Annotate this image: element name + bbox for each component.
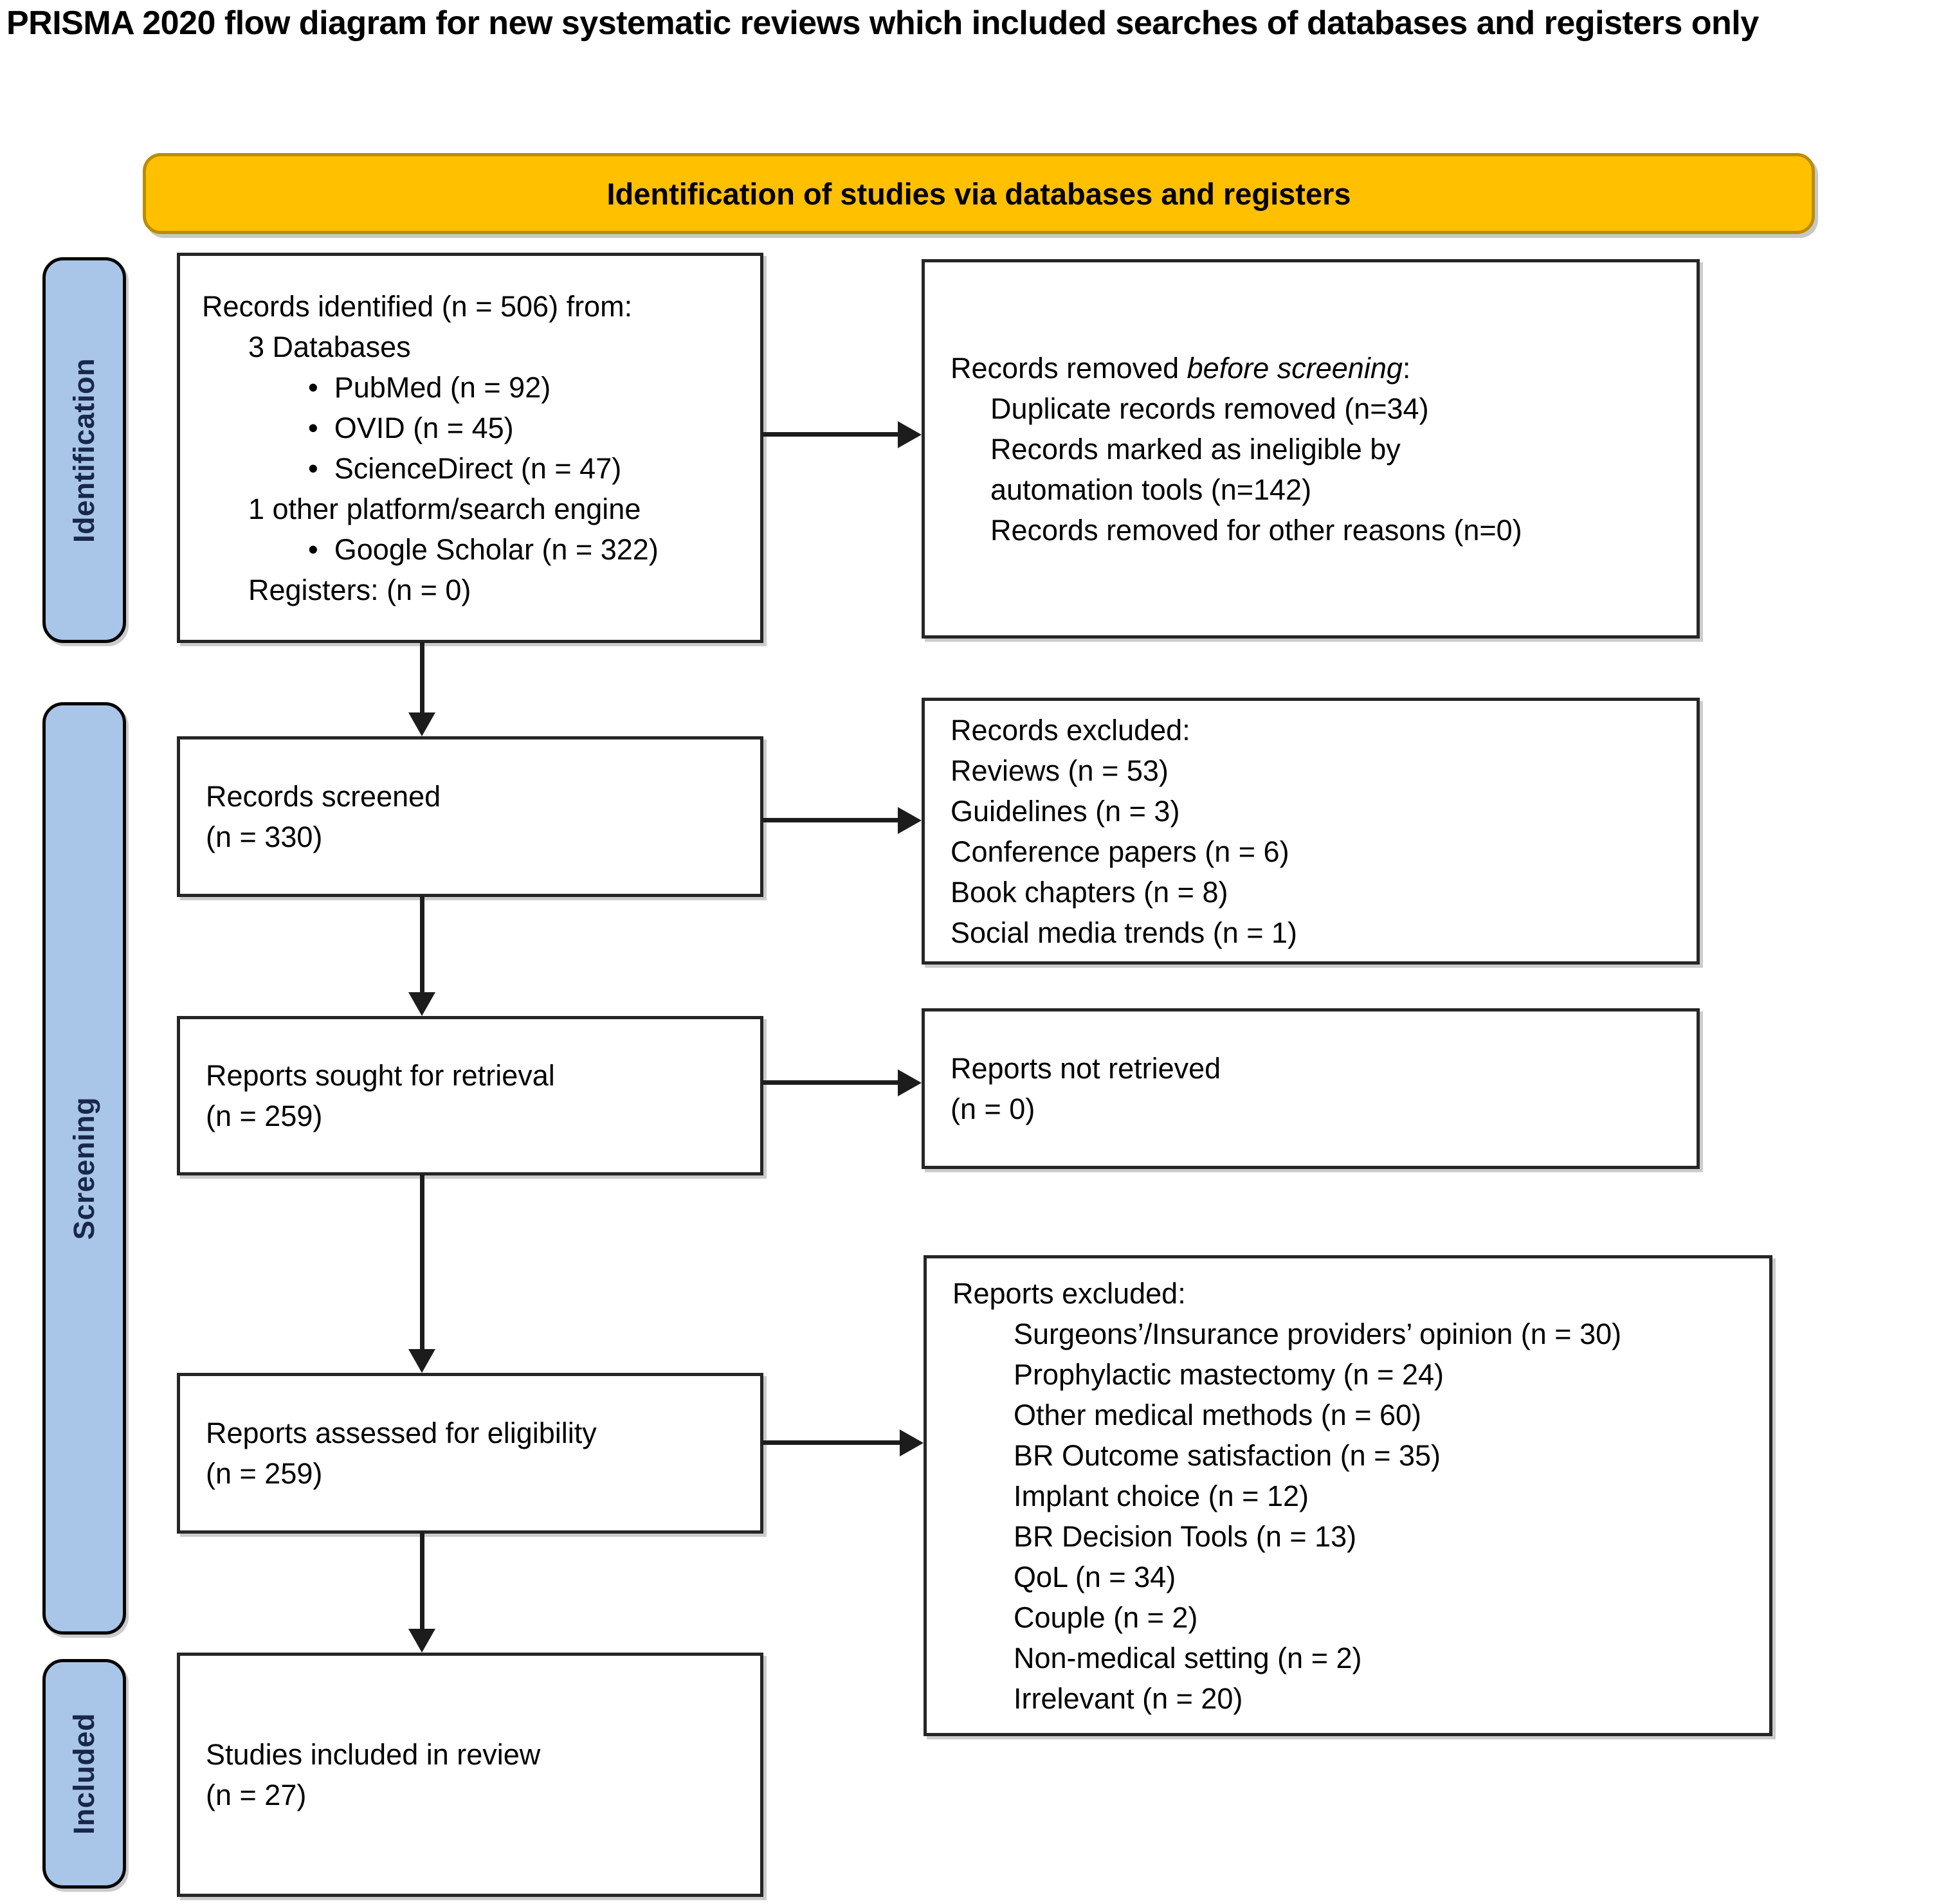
box-line: Irrelevant (n = 20) — [1014, 1682, 1243, 1715]
box-line: BR Outcome satisfaction (n = 35) — [1014, 1438, 1441, 1472]
box-line: (n = 0) — [951, 1093, 1035, 1125]
box-line: 1 other platform/search engine — [248, 492, 641, 525]
box-reports-excluded: Reports excluded: Surgeons’/Insurance pr… — [924, 1255, 1772, 1736]
box-line: Reports assessed for eligibility — [206, 1417, 597, 1449]
box-studies-included: Studies included in review (n = 27) — [177, 1653, 763, 1897]
box-line: • PubMed (n = 92) — [308, 370, 551, 404]
arrow-screened-to-sought — [420, 896, 424, 993]
stage-label-included: Included — [42, 1659, 126, 1889]
box-line: Reports sought for retrieval — [206, 1059, 555, 1092]
box-line: Duplicate records removed (n=34) — [990, 392, 1429, 425]
arrowhead-down-icon — [408, 712, 435, 736]
box-line: Records identified (n = 506) from: — [202, 289, 633, 323]
box-line: BR Decision Tools (n = 13) — [1014, 1519, 1357, 1553]
box-line: Prophylactic mastectomy (n = 24) — [1014, 1357, 1444, 1391]
box-line: (n = 259) — [206, 1457, 323, 1490]
box-line: Studies included in review — [206, 1738, 541, 1771]
box-line: Other medical methods (n = 60) — [1014, 1398, 1422, 1431]
box-line: • OVID (n = 45) — [308, 411, 514, 444]
arrowhead-down-icon — [408, 992, 435, 1016]
box-line: Reports not retrieved — [951, 1052, 1221, 1085]
box-line: Records removed for other reasons (n=0) — [990, 513, 1522, 547]
box-line: Couple (n = 2) — [1014, 1600, 1198, 1634]
box-records-excluded: Records excluded: Reviews (n = 53) Guide… — [922, 698, 1700, 965]
box-reports-assessed: Reports assessed for eligibility (n = 25… — [177, 1373, 763, 1534]
box-records-identified: Records identified (n = 506) from: 3 Dat… — [177, 253, 763, 643]
arrowhead-down-icon — [408, 1629, 435, 1653]
identification-banner: Identification of studies via databases … — [143, 153, 1815, 234]
box-line: QoL (n = 34) — [1014, 1560, 1176, 1593]
arrow-identified-to-screened — [420, 642, 424, 716]
arrow-assessed-to-included — [420, 1532, 424, 1632]
stage-label-screening: Screening — [42, 702, 126, 1635]
box-line: • Google Scholar (n = 322) — [308, 532, 659, 566]
box-records-screened: Records screened (n = 330) — [177, 736, 763, 897]
banner-label: Identification of studies via databases … — [606, 176, 1351, 211]
arrow-identified-to-removed — [762, 432, 900, 437]
box-line: Book chapters (n = 8) — [951, 875, 1228, 909]
box-line: (n = 259) — [206, 1100, 323, 1132]
box-line: Non-medical setting (n = 2) — [1014, 1641, 1362, 1674]
box-line: Surgeons’/Insurance providers’ opinion (… — [1014, 1317, 1622, 1350]
box-reports-sought: Reports sought for retrieval (n = 259) — [177, 1016, 763, 1175]
diagram-title: PRISMA 2020 flow diagram for new systema… — [6, 5, 1759, 42]
box-line: Guidelines (n = 3) — [951, 794, 1180, 828]
arrowhead-down-icon — [408, 1349, 435, 1373]
stage-label-identification: Identification — [42, 257, 126, 643]
box-reports-not-retrieved: Reports not retrieved (n = 0) — [922, 1008, 1700, 1169]
box-line: automation tools (n=142) — [990, 473, 1312, 506]
box-line: Implant choice (n = 12) — [1014, 1479, 1309, 1512]
box-line: Registers: (n = 0) — [248, 573, 471, 606]
box-line: (n = 330) — [206, 821, 323, 853]
arrow-sought-to-not-retrieved — [762, 1080, 900, 1085]
arrow-screened-to-excluded — [762, 818, 900, 822]
box-line: Conference papers (n = 6) — [951, 835, 1289, 868]
arrow-sought-to-assessed — [420, 1174, 424, 1351]
box-line: (n = 27) — [206, 1779, 307, 1811]
arrowhead-right-icon — [898, 807, 922, 834]
arrow-assessed-to-reports-excluded — [762, 1440, 902, 1445]
box-line: Reports excluded: — [952, 1276, 1186, 1310]
arrowhead-right-icon — [898, 421, 922, 448]
box-line: Records screened — [206, 780, 441, 813]
box-line: Reviews (n = 53) — [951, 754, 1169, 787]
arrowhead-right-icon — [898, 1069, 922, 1096]
box-line: Social media trends (n = 1) — [951, 916, 1298, 949]
arrowhead-right-icon — [900, 1429, 924, 1456]
box-line: • ScienceDirect (n = 47) — [308, 451, 622, 485]
box-line: Records excluded: — [951, 713, 1190, 747]
box-line: Records marked as ineligible by — [990, 432, 1401, 466]
box-line: 3 Databases — [248, 330, 411, 363]
box-line: Records removed before screening: — [951, 351, 1411, 385]
box-records-removed-before-screening: Records removed before screening: Duplic… — [922, 259, 1700, 639]
